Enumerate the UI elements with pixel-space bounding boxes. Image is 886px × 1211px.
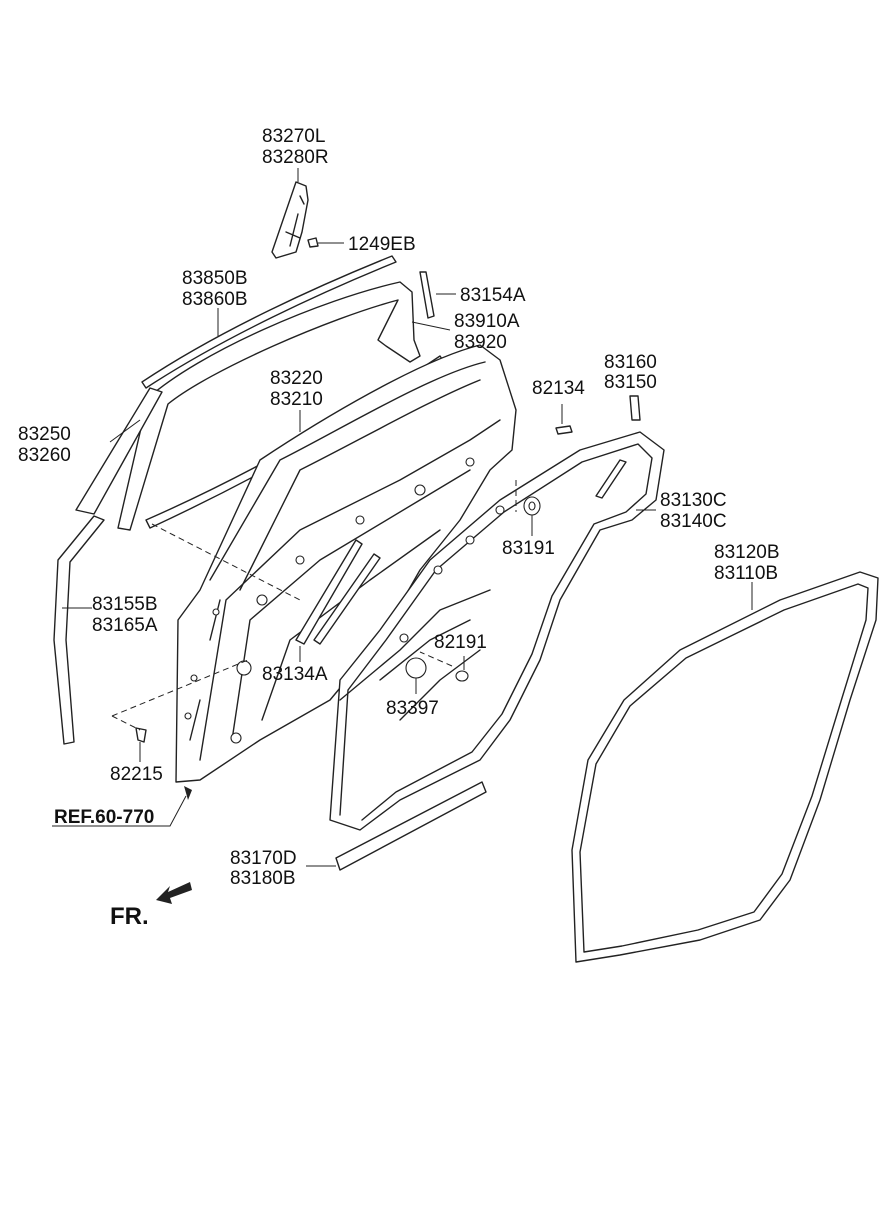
label-83120B: 83120B bbox=[714, 542, 780, 563]
label-83210: 83210 bbox=[270, 389, 323, 410]
front-label: FR. bbox=[110, 903, 149, 930]
part-plug-83397 bbox=[405, 657, 427, 694]
label-83180B: 83180B bbox=[230, 868, 296, 889]
ref-label: REF.60-770 bbox=[54, 807, 154, 828]
part-roof-moulding bbox=[141, 255, 397, 389]
part-run-channel bbox=[295, 539, 381, 662]
part-door-weatherstrip bbox=[571, 571, 879, 963]
label-83170D: 83170D bbox=[230, 848, 297, 869]
part-sill-strip bbox=[306, 781, 487, 871]
label-83920: 83920 bbox=[454, 332, 507, 353]
part-pillar-weatherstrip bbox=[53, 515, 105, 745]
part-delta-cover bbox=[271, 168, 309, 259]
label-83260: 83260 bbox=[18, 445, 71, 466]
part-frame-moulding bbox=[117, 281, 451, 531]
label-83220: 83220 bbox=[270, 368, 323, 389]
label-82215: 82215 bbox=[110, 764, 163, 785]
label-83270L: 83270L bbox=[262, 126, 325, 147]
label-1249EB: 1249EB bbox=[348, 234, 416, 255]
part-inner-frame bbox=[329, 431, 665, 831]
part-clip-82134 bbox=[555, 404, 573, 435]
label-83910A: 83910A bbox=[454, 311, 520, 332]
part-screw-82215 bbox=[135, 727, 147, 762]
part-grommet-83191 bbox=[523, 496, 541, 536]
part-labels: 83270L 83280R 1249EB 83850B 83860B 83154… bbox=[18, 126, 780, 930]
label-82134: 82134 bbox=[532, 378, 585, 399]
label-83134A: 83134A bbox=[262, 664, 328, 685]
label-83154A: 83154A bbox=[460, 285, 526, 306]
label-83397: 83397 bbox=[386, 698, 439, 719]
front-arrow-icon bbox=[156, 882, 192, 904]
label-83155B: 83155B bbox=[92, 594, 158, 615]
part-screw-1249eb bbox=[307, 237, 344, 248]
label-83850B: 83850B bbox=[182, 268, 248, 289]
part-strip-83160 bbox=[595, 395, 641, 499]
label-83140C: 83140C bbox=[660, 511, 727, 532]
label-82191: 82191 bbox=[434, 632, 487, 653]
part-strip-83154a bbox=[419, 271, 456, 319]
part-pillar-moulding bbox=[75, 387, 163, 515]
part-clip-82191 bbox=[455, 656, 469, 682]
label-83130C: 83130C bbox=[660, 490, 727, 511]
label-83160: 83160 bbox=[604, 352, 657, 373]
label-83165A: 83165A bbox=[92, 615, 158, 636]
label-83280R: 83280R bbox=[262, 147, 329, 168]
ref-arrow bbox=[52, 786, 192, 827]
label-83110B: 83110B bbox=[714, 563, 778, 584]
label-83860B: 83860B bbox=[182, 289, 248, 310]
label-83150: 83150 bbox=[604, 372, 657, 393]
label-83191: 83191 bbox=[502, 538, 555, 559]
reference-dashed-lines bbox=[111, 480, 517, 731]
label-83250: 83250 bbox=[18, 424, 71, 445]
